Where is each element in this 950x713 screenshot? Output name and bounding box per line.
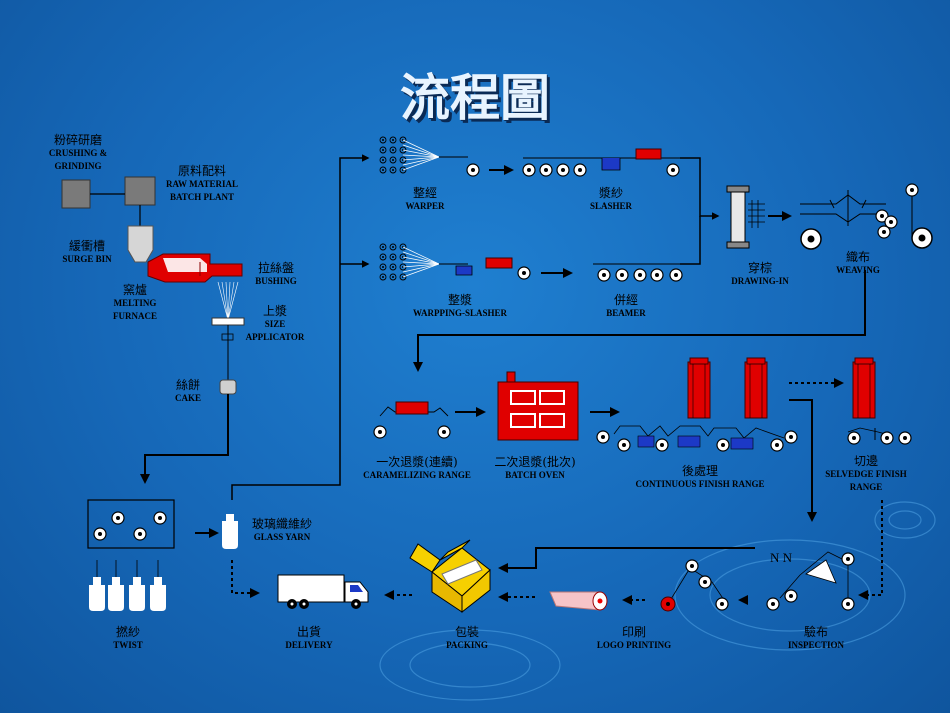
label-batch-oven: 二次退漿(批次)BATCH OVEN bbox=[494, 455, 576, 481]
twist-frame bbox=[87, 499, 175, 549]
bushing-fibers bbox=[217, 281, 239, 321]
selvedge-finish-range bbox=[847, 357, 912, 445]
continuous-finish-range bbox=[596, 357, 798, 452]
surge-bin-hopper bbox=[127, 225, 154, 263]
caramelizing-range bbox=[373, 401, 451, 439]
packing-box bbox=[409, 539, 491, 614]
cake-package bbox=[219, 379, 237, 395]
delivery-truck bbox=[277, 574, 369, 609]
inspection-mark: N N bbox=[770, 550, 793, 565]
page-title: 流程圖 bbox=[400, 69, 550, 127]
fabric-roll bbox=[549, 591, 608, 611]
ripple-decoration bbox=[379, 501, 936, 701]
drawing-in-frame bbox=[726, 185, 765, 249]
inspection-machine bbox=[766, 551, 855, 611]
logo-printing-machine bbox=[660, 559, 729, 612]
crushing-box bbox=[61, 179, 91, 209]
label-caramelizing: 一次退漿(連續)CARAMELIZING RANGE bbox=[363, 455, 471, 481]
batch-oven bbox=[497, 371, 579, 441]
slasher-machine bbox=[522, 148, 680, 177]
weaving-loom bbox=[800, 188, 913, 240]
raw-material-box bbox=[124, 176, 156, 206]
beamer-machine bbox=[593, 263, 683, 282]
size-applicator bbox=[211, 317, 245, 326]
glass-yarn-bottle bbox=[222, 514, 238, 549]
